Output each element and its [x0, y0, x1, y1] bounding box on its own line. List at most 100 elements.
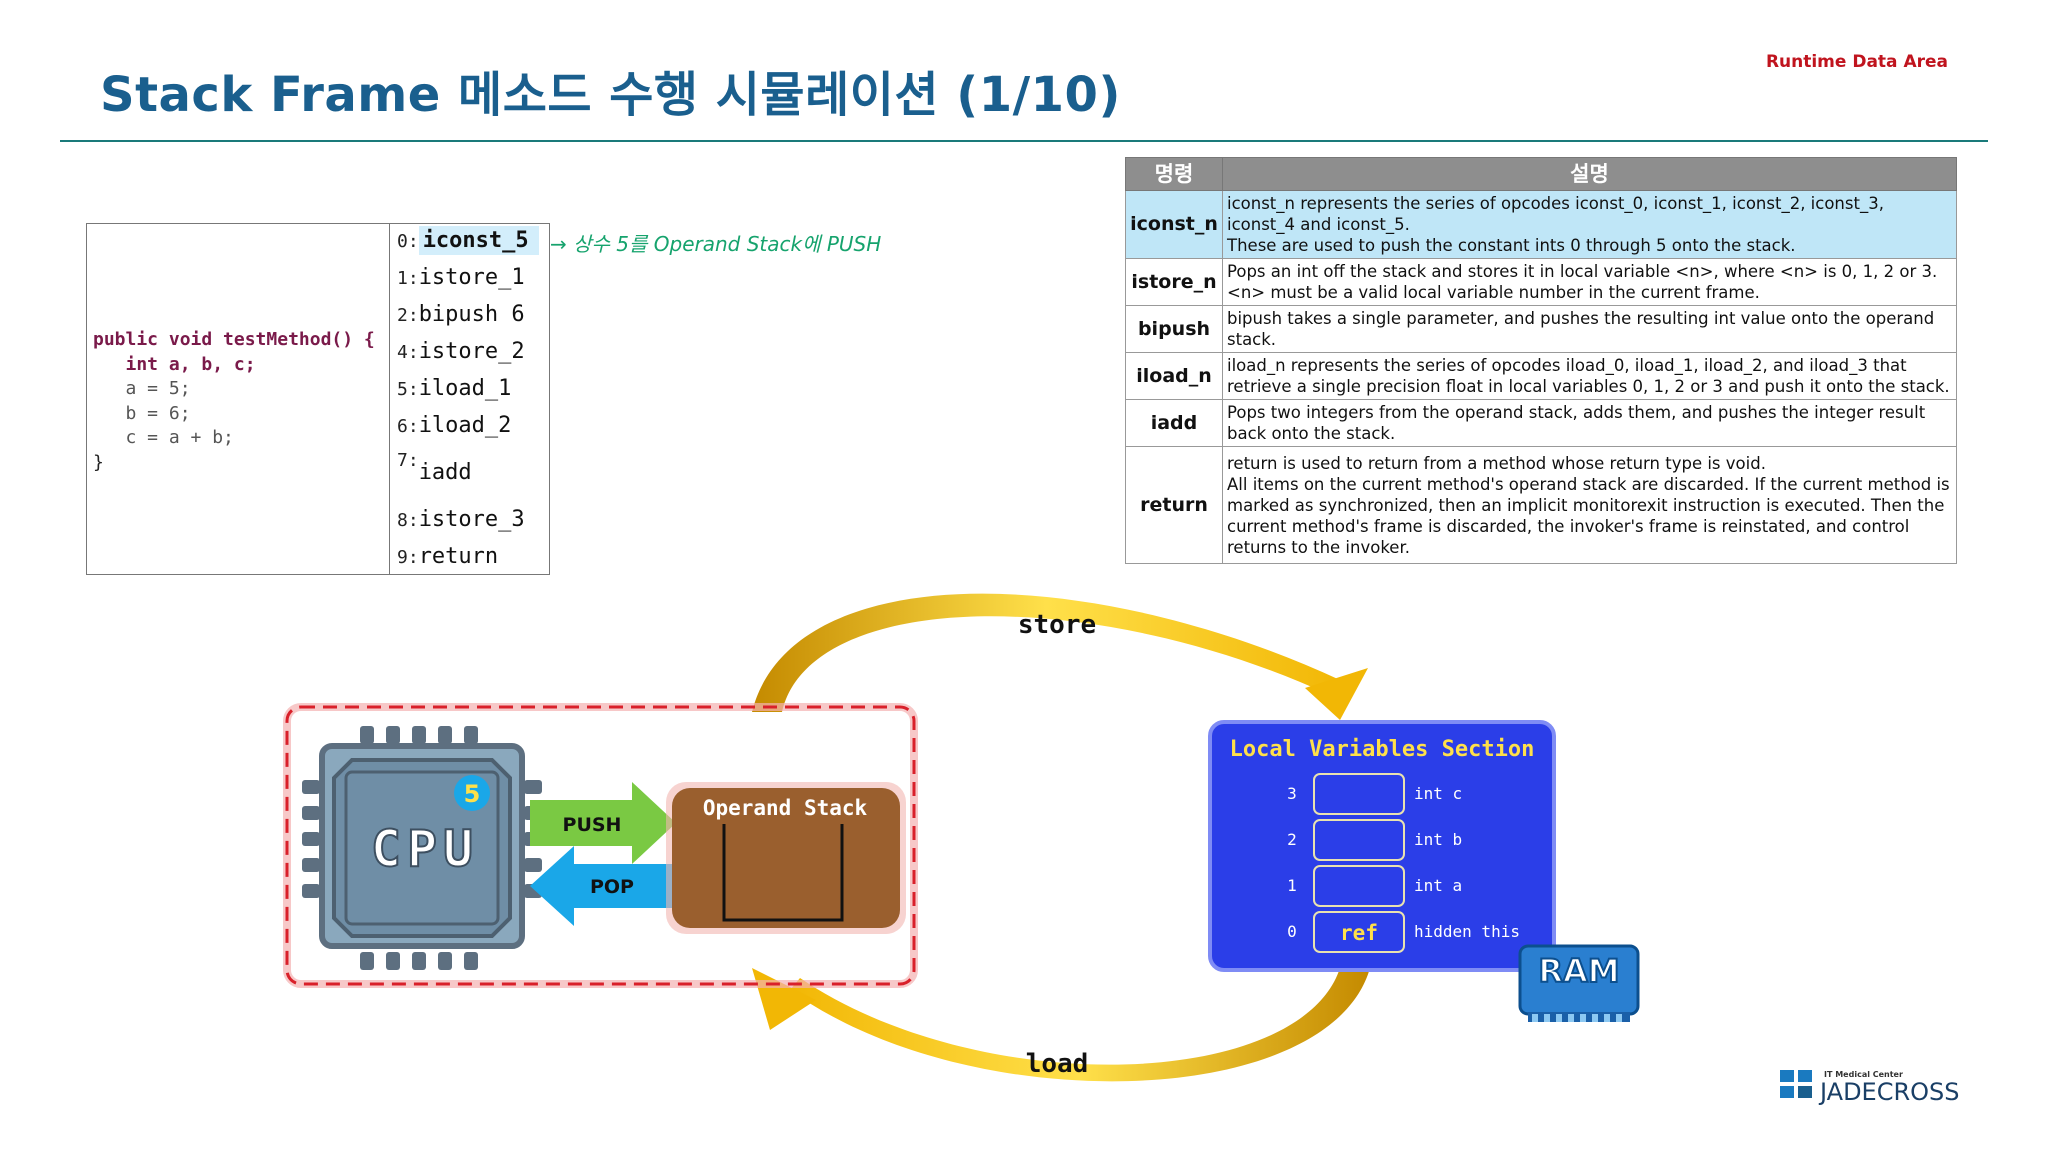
bytecode-index: 6: — [397, 416, 419, 437]
bytecode-index: 9: — [397, 547, 419, 568]
load-label: load — [1026, 1049, 1089, 1079]
opcode-desc: iload_n represents the series of opcodes… — [1222, 352, 1957, 400]
bytecode-op: return — [418, 544, 499, 569]
bytecode-row: 5:iload_1 — [397, 376, 511, 401]
slot-index: 0 — [1287, 922, 1297, 941]
desc-line: iconst_n represents the series of opcode… — [1227, 194, 1884, 234]
desc-line: bipush takes a single parameter, and pus… — [1227, 309, 1935, 349]
jadecross-logo-mark — [1780, 1070, 1812, 1098]
opcode-name: iload_n — [1125, 352, 1223, 400]
execution-frame — [285, 705, 916, 986]
bytecode-row: 7:iadd — [397, 450, 472, 485]
slot-value: ref — [1340, 921, 1378, 945]
desc-line: Pops two integers from the operand stack… — [1227, 403, 1926, 443]
bytecode-index: 2: — [397, 305, 419, 326]
code-panel: public void testMethod() { int a, b, c; … — [86, 223, 550, 575]
slot-label: int a — [1414, 876, 1462, 895]
cpu-value-badge — [454, 775, 490, 811]
slot-box — [1313, 865, 1405, 907]
bytecode-index: 4: — [397, 342, 419, 363]
section-tag: Runtime Data Area — [1765, 52, 1948, 72]
instruction-annotation: → 상수 5를 Operand Stack에 PUSH — [550, 232, 882, 256]
bytecode-row: 8:istore_3 — [397, 507, 525, 532]
bytecode-op-current: iconst_5 — [418, 226, 539, 255]
push-arrow — [530, 782, 676, 864]
opcode-name: istore_n — [1125, 258, 1223, 306]
push-label: PUSH — [563, 814, 622, 836]
bytecode-row: 4:istore_2 — [397, 339, 525, 364]
local-variables-title: Local Variables Section — [1230, 737, 1535, 762]
opcode-name: iadd — [1125, 399, 1223, 447]
cpu-badge-value: 5 — [464, 780, 481, 808]
opcode-name: iconst_n — [1125, 190, 1223, 259]
bytecode-row: 2:bipush 6 — [397, 302, 525, 327]
slot-box — [1313, 911, 1405, 953]
bytecode-op: istore_1 — [418, 265, 525, 290]
store-arrowhead — [1305, 668, 1368, 720]
java-source: public void testMethod() { int a, b, c; … — [93, 328, 375, 475]
source-line: c = a + b; — [93, 427, 234, 448]
table-row: istore_n Pops an int off the stack and s… — [1125, 258, 1957, 306]
bytecode-op: istore_2 — [418, 339, 525, 364]
bytecode-op: istore_3 — [418, 507, 525, 532]
slot-index: 2 — [1287, 830, 1297, 849]
desc-line: Pops an int off the stack and stores it … — [1227, 262, 1938, 302]
slot-label: int b — [1414, 830, 1462, 849]
header-description: 설명 — [1222, 157, 1957, 191]
slot-label: hidden this — [1414, 922, 1520, 941]
bytecode-row: 0:iconst_5 — [397, 226, 539, 255]
table-row: iconst_n iconst_n represents the series … — [1125, 190, 1957, 259]
title-divider — [60, 140, 1988, 142]
opcode-desc: return is used to return from a method w… — [1222, 446, 1957, 564]
opcode-table: 명령 설명 iconst_n iconst_n represents the s… — [1125, 157, 1957, 564]
slot-label: int c — [1414, 784, 1462, 803]
bytecode-index: 8: — [397, 510, 419, 531]
local-var-slot: 2 int b — [1287, 819, 1462, 861]
operand-stack-container — [722, 824, 844, 922]
bytecode-index: 0: — [397, 231, 419, 252]
bytecode-index: 7: — [397, 450, 419, 471]
store-label: store — [1018, 610, 1096, 640]
bytecode-index: 1: — [397, 268, 419, 289]
ram-label: RAM — [1538, 952, 1619, 990]
slot-index: 1 — [1287, 876, 1297, 895]
slot-box — [1313, 773, 1405, 815]
pop-label: POP — [590, 876, 634, 898]
bytecode-op: iload_1 — [418, 376, 512, 401]
opcode-desc: Pops two integers from the operand stack… — [1222, 399, 1957, 447]
slot-box — [1313, 819, 1405, 861]
desc-line: All items on the current method's operan… — [1227, 474, 1950, 557]
table-row: bipush bipush takes a single parameter, … — [1125, 305, 1957, 353]
slot-index: 3 — [1287, 784, 1297, 803]
source-line: b = 6; — [93, 402, 191, 424]
store-arrow — [752, 593, 1368, 720]
opcode-desc: Pops an int off the stack and stores it … — [1222, 258, 1957, 306]
operand-stack-label: Operand Stack — [703, 796, 868, 820]
bytecode-row: 1:istore_1 — [397, 265, 525, 290]
source-line: public void testMethod() { — [93, 329, 375, 350]
load-arrowhead — [752, 968, 816, 1030]
table-row: iadd Pops two integers from the operand … — [1125, 399, 1957, 447]
local-var-slot: 1 int a — [1287, 865, 1462, 907]
local-var-slot: 3 int c — [1287, 773, 1462, 815]
opcode-desc: iconst_n represents the series of opcode… — [1222, 190, 1957, 259]
logo-subtitle: IT Medical Center — [1824, 1070, 1903, 1079]
pop-arrow — [530, 846, 676, 926]
table-row: iload_n iload_n represents the series of… — [1125, 352, 1957, 400]
java-source-panel: public void testMethod() { int a, b, c; … — [87, 224, 390, 574]
opcode-name: return — [1125, 446, 1223, 564]
ram-icon — [1518, 944, 1640, 1022]
header-command: 명령 — [1125, 157, 1223, 191]
source-line: int a, b, c; — [93, 353, 256, 375]
desc-line: These are used to push the constant ints… — [1227, 236, 1796, 255]
bytecode-op: iadd — [418, 460, 472, 485]
bytecode-op: iload_2 — [418, 413, 512, 438]
source-line: } — [93, 451, 104, 473]
desc-line: iload_n represents the series of opcodes… — [1227, 356, 1950, 396]
page-title: Stack Frame 메소드 수행 시뮬레이션 (1/10) — [100, 67, 1121, 123]
bytecode-row: 9:return — [397, 544, 498, 569]
bytecode-row: 6:iload_2 — [397, 413, 511, 438]
bytecode-op: bipush 6 — [418, 302, 525, 327]
table-header-row: 명령 설명 — [1125, 157, 1957, 191]
